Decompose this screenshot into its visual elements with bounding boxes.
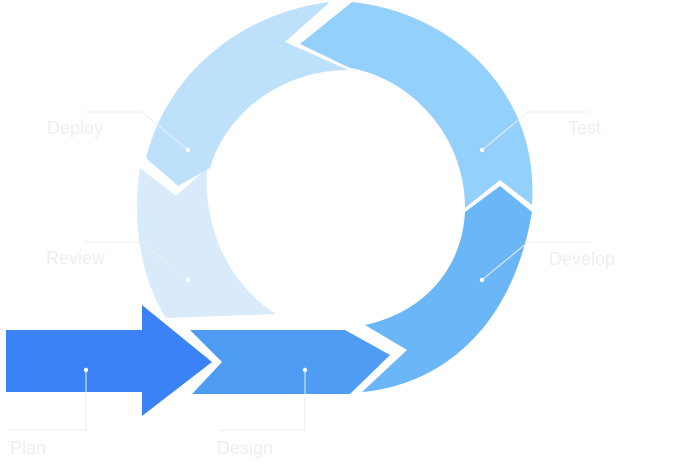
develop-segment [362,186,532,392]
deploy-leader [85,111,189,151]
develop-label: Develop [549,249,615,269]
design-label: Design [217,438,273,458]
develop-point [479,277,485,283]
design-leader [220,370,306,431]
test-label: Test [568,118,601,138]
review-segment [136,168,276,318]
deploy-segment [146,2,348,186]
deploy-point [185,147,191,153]
test-point [479,147,485,153]
review-leader [85,241,189,281]
plan-arrow [6,305,212,416]
review-label: Review [46,248,106,268]
plan-leader [10,370,87,431]
test-leader [481,111,590,151]
test-segment [300,2,533,208]
deploy-label: Deploy [47,118,103,138]
plan-point [83,367,89,373]
review-point [185,277,191,283]
plan-label: Plan [10,438,46,458]
design-point [302,367,308,373]
develop-leader [481,241,590,281]
design-arrow [190,330,390,394]
